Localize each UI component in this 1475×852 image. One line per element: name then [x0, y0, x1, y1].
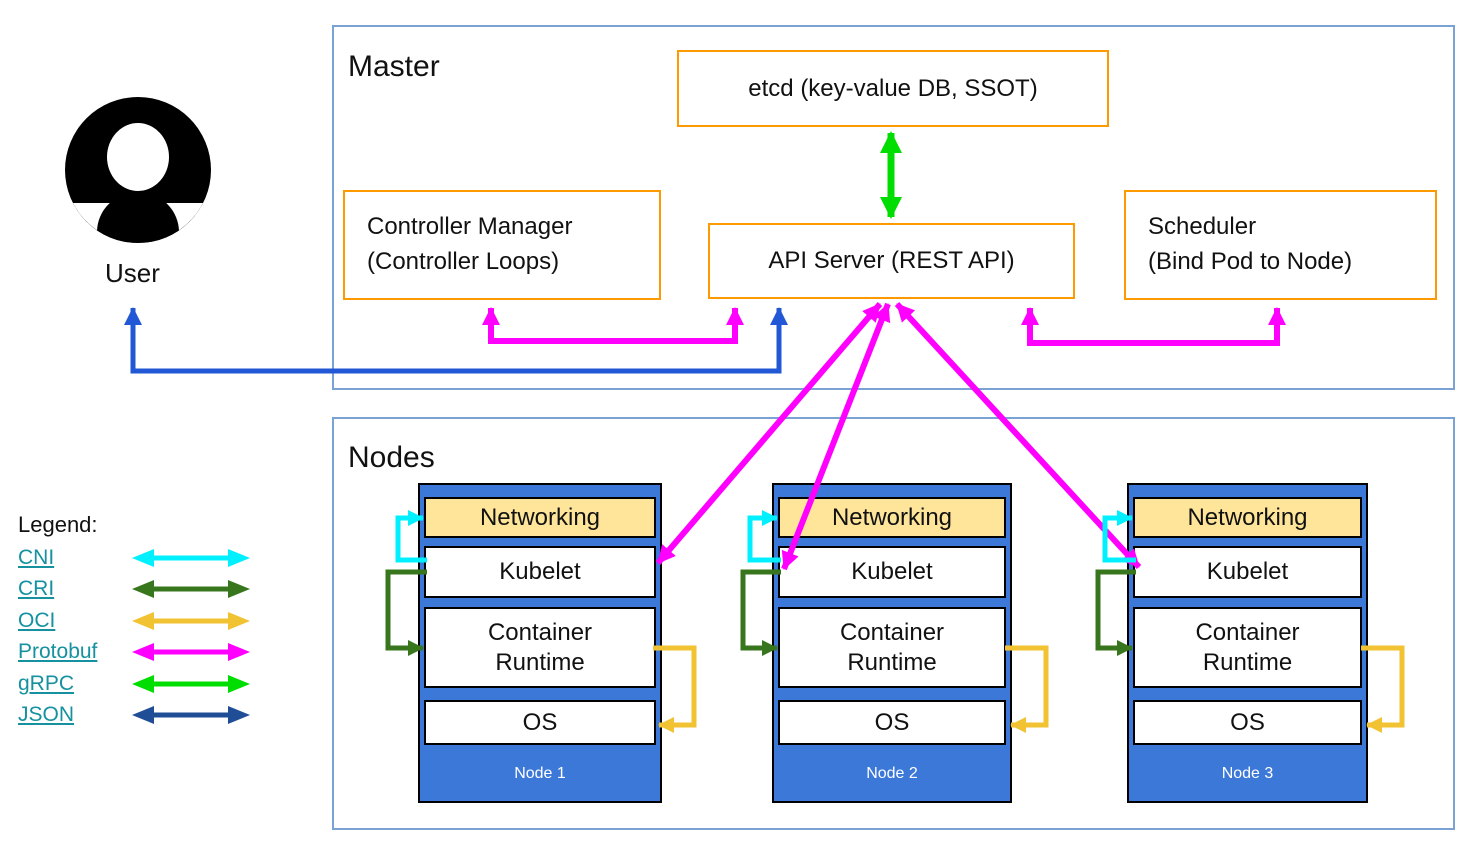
protobuf-legend-arrow [132, 643, 250, 661]
controller-manager-box: Controller Manager (Controller Loops) [343, 190, 661, 300]
legend-row-cri: CRI [18, 575, 252, 603]
legend-link-cri[interactable]: CRI [18, 577, 55, 600]
node-1-container-runtime-layer: Container Runtime [424, 607, 656, 688]
legend-row-protobuf: Protobuf [18, 638, 252, 666]
master-label: Master [348, 50, 440, 83]
user-label: User [105, 258, 160, 288]
node-3-kubelet-layer: Kubelet [1133, 546, 1362, 598]
user-icon [65, 97, 211, 243]
node-3-os-layer: OS [1133, 700, 1362, 745]
legend-link-json[interactable]: JSON [18, 703, 75, 726]
node-1-kubelet-layer: Kubelet [424, 546, 656, 598]
node-1: Networking Kubelet Container Runtime OS … [418, 483, 662, 803]
cni-legend-arrow [132, 549, 250, 567]
node-2-container-runtime-layer: Container Runtime [778, 607, 1006, 688]
legend-link-grpc[interactable]: gRPC [18, 672, 75, 695]
controller-manager-label-line1: Controller Manager [367, 213, 573, 241]
cri-legend-arrow [132, 580, 250, 598]
node-2-networking-layer: Networking [778, 497, 1006, 538]
legend-link-cni[interactable]: CNI [18, 546, 55, 569]
node-1-os-layer: OS [424, 700, 656, 745]
api-server-box: API Server (REST API) [708, 223, 1075, 299]
oci-legend-arrow [132, 612, 250, 630]
etcd-label: etcd (key-value DB, SSOT) [748, 74, 1038, 102]
legend-row-grpc: gRPC [18, 670, 252, 698]
node-1-networking-layer: Networking [424, 497, 656, 538]
node-2: Networking Kubelet Container Runtime OS … [772, 483, 1012, 803]
controller-manager-label-line2: (Controller Loops) [367, 248, 560, 275]
grpc-legend-arrow [132, 675, 250, 693]
node-3-container-runtime-layer: Container Runtime [1133, 607, 1362, 688]
legend-link-protobuf[interactable]: Protobuf [18, 640, 98, 663]
scheduler-label-line1: Scheduler [1148, 213, 1257, 241]
scheduler-box: Scheduler (Bind Pod to Node) [1124, 190, 1437, 300]
node-2-kubelet-layer: Kubelet [778, 546, 1006, 598]
api-server-label: API Server (REST API) [768, 247, 1015, 274]
node-3-networking-layer: Networking [1133, 497, 1362, 538]
node-1-name: Node 1 [514, 765, 566, 782]
node-3-name: Node 3 [1221, 765, 1274, 782]
json-legend-arrow [132, 706, 250, 724]
legend-row-json: JSON [18, 701, 252, 729]
node-2-name: Node 2 [866, 765, 918, 782]
node-2-os-layer: OS [778, 700, 1006, 745]
scheduler-label-line2: (Bind Pod to Node) [1148, 248, 1353, 275]
legend-link-oci[interactable]: OCI [18, 609, 56, 632]
etcd-box: etcd (key-value DB, SSOT) [677, 50, 1109, 127]
legend-title: Legend: [18, 512, 98, 537]
legend-row-oci: OCI [18, 607, 252, 635]
legend-row-cni: CNI [18, 544, 252, 572]
nodes-label: Nodes [348, 441, 435, 474]
node-3: Networking Kubelet Container Runtime OS … [1127, 483, 1368, 803]
